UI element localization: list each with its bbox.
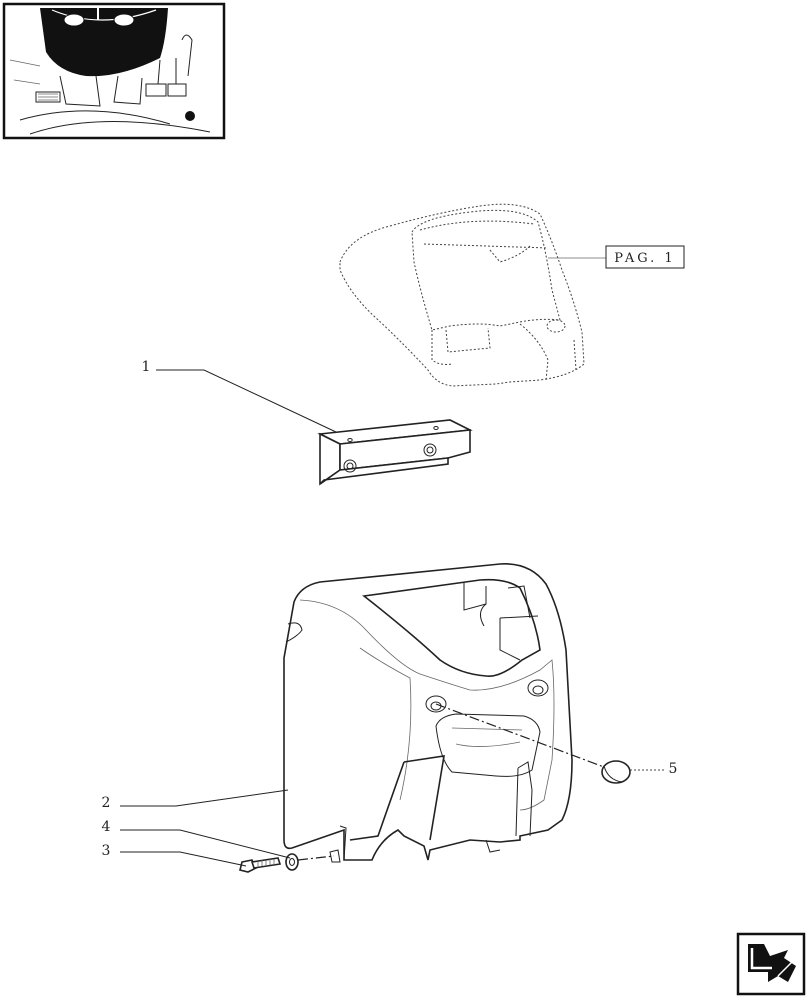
callout-3[interactable]: 3 (102, 843, 247, 867)
page-reference-label: PAG. 1 (614, 251, 675, 266)
part-3-screw (239, 857, 282, 873)
callout-1-label: 1 (142, 359, 151, 375)
callout-4[interactable]: 4 (102, 819, 291, 859)
part-5-plug (435, 703, 631, 784)
callout-1[interactable]: 1 (142, 359, 337, 433)
callout-2[interactable]: 2 (102, 789, 289, 811)
page-reference[interactable]: PAG. 1 (548, 245, 685, 269)
callout-4-label: 4 (102, 819, 111, 835)
location-thumbnail (2, 2, 226, 140)
screw-axis-line (297, 855, 335, 861)
next-page-arrow-icon[interactable] (736, 932, 806, 996)
part-1-bracket (317, 419, 473, 486)
upper-dashboard-shroud-reference (339, 203, 585, 387)
callout-3-label: 3 (102, 843, 111, 859)
callout-5[interactable]: 5 (630, 761, 677, 777)
callout-2-label: 2 (102, 795, 111, 811)
part-4-washer (285, 853, 299, 871)
screw-hole-boss (329, 849, 341, 863)
part-2-column-cover (283, 563, 573, 861)
callout-5-label: 5 (669, 761, 678, 777)
